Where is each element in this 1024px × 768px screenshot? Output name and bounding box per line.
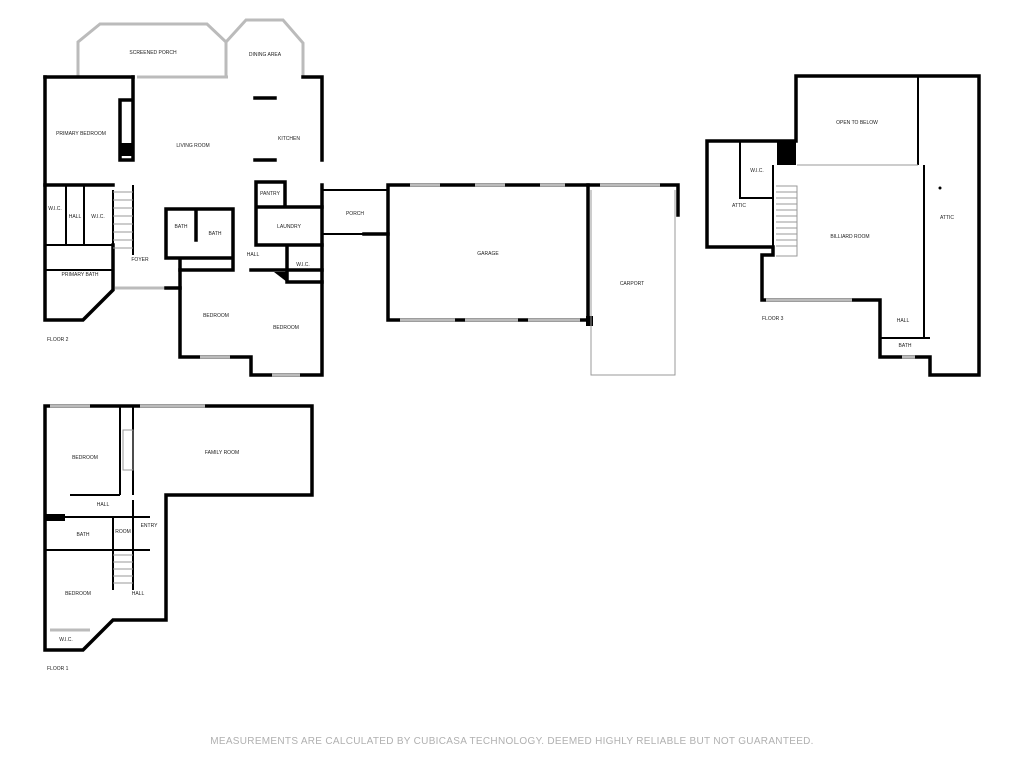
room-label: ROOM — [115, 529, 131, 535]
room-label: LIVING ROOM — [176, 143, 209, 149]
floor-2-walls — [43, 18, 680, 377]
room-label: BEDROOM — [72, 455, 98, 461]
room-label: CARPORT — [620, 281, 644, 287]
floor-3-labels: OPEN TO BELOW W.I.C. ATTIC BILLIARD ROOM… — [732, 120, 954, 349]
room-label: ENTRY — [141, 523, 159, 529]
room-label: HALL — [247, 252, 260, 258]
room-label: HALL — [97, 502, 110, 508]
floor-2-labels: SCREENED PORCH DINING AREA PRIMARY BEDRO… — [47, 50, 644, 343]
room-label: FOYER — [131, 257, 149, 263]
room-label: BATH — [209, 231, 222, 237]
room-label: PORCH — [346, 211, 364, 217]
room-label: GARAGE — [477, 251, 499, 257]
room-label: DINING AREA — [249, 52, 282, 58]
room-label: BEDROOM — [273, 325, 299, 331]
room-label: W.I.C. — [59, 637, 73, 643]
room-label: HALL — [132, 591, 145, 597]
room-label: HALL — [69, 214, 82, 220]
room-label: W.I.C. — [296, 262, 310, 268]
floor-label: FLOOR 3 — [762, 316, 784, 322]
room-label: PRIMARY BEDROOM — [56, 131, 106, 137]
room-label: BATH — [175, 224, 188, 230]
disclaimer-text: MEASUREMENTS ARE CALCULATED BY CUBICASA … — [210, 736, 814, 747]
room-label: HALL — [897, 318, 910, 324]
room-label: LAUNDRY — [277, 224, 301, 230]
floor-3-walls — [705, 74, 981, 377]
room-label: BILLIARD ROOM — [830, 234, 869, 240]
floor-label: FLOOR 2 — [47, 337, 69, 343]
floor-label: FLOOR 1 — [47, 666, 69, 672]
room-label: BEDROOM — [65, 591, 91, 597]
room-label: SCREENED PORCH — [129, 50, 177, 56]
room-label: FAMILY ROOM — [205, 450, 239, 456]
room-label: W.I.C. — [750, 168, 764, 174]
room-label: ATTIC — [940, 215, 954, 221]
room-label: KITCHEN — [278, 136, 300, 142]
room-label: PRIMARY BATH — [62, 272, 99, 278]
room-label: BATH — [899, 343, 912, 349]
floor-1-walls — [43, 404, 314, 652]
room-label: BATH — [77, 532, 90, 538]
floor-1-labels: BEDROOM FAMILY ROOM HALL BATH ROOM ENTRY… — [47, 450, 239, 672]
room-label: OPEN TO BELOW — [836, 120, 878, 126]
room-label: BEDROOM — [203, 313, 229, 319]
room-label: ATTIC — [732, 203, 746, 209]
room-label: W.I.C. — [48, 206, 62, 212]
room-label: W.I.C. — [91, 214, 105, 220]
room-label: PANTRY — [260, 191, 280, 197]
